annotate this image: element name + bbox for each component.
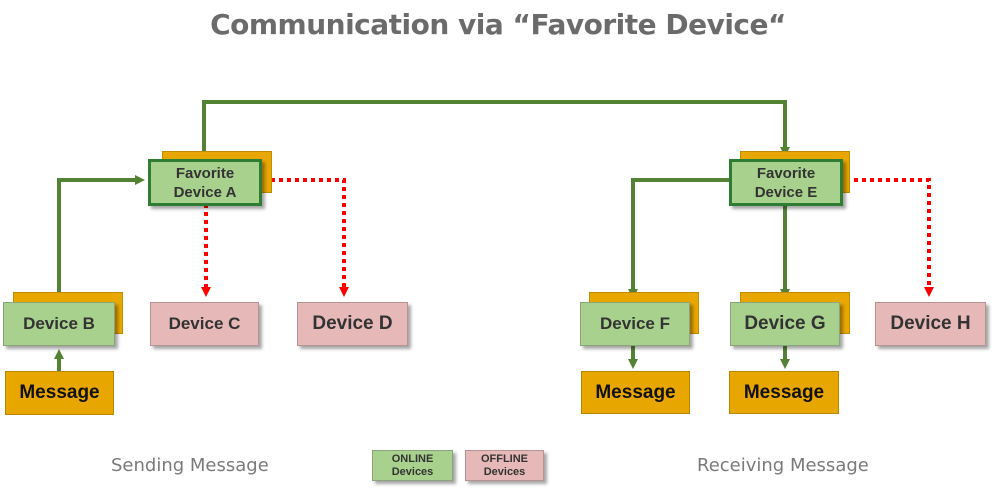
device-g[interactable]: Device G [730, 302, 840, 346]
legend-offline: OFFLINE Devices [465, 450, 544, 481]
favorite-device-a[interactable]: Favorite Device A [148, 159, 262, 206]
link-a-to-e [202, 100, 790, 161]
sender-message-label: Message [19, 382, 100, 403]
device-h-label: Device H [890, 313, 971, 334]
legend-online-label: ONLINE Devices [391, 452, 434, 478]
device-f-label: Device F [600, 314, 670, 333]
sender-message[interactable]: Message [5, 371, 114, 415]
link-b-to-a [57, 175, 145, 303]
link-e-to-f [628, 178, 729, 299]
device-b-label: Device B [23, 314, 95, 333]
device-h[interactable]: Device H [875, 302, 986, 346]
favorite-device-a-label: Favorite Device A [173, 164, 237, 201]
device-f[interactable]: Device F [580, 302, 690, 346]
device-d-label: Device D [312, 313, 393, 334]
receiver-message-f-label: Message [595, 381, 676, 403]
sending-caption: Sending Message [111, 455, 269, 476]
device-b[interactable]: Device B [3, 302, 115, 346]
receiver-message-g[interactable]: Message [729, 371, 839, 414]
legend-offline-label: OFFLINE Devices [480, 452, 529, 478]
favorite-device-e-label: Favorite Device E [754, 164, 818, 201]
receiving-caption: Receiving Message [697, 455, 869, 476]
legend-online: ONLINE Devices [372, 450, 453, 481]
favorite-device-e[interactable]: Favorite Device E [729, 159, 843, 206]
link-e-to-h [846, 178, 934, 297]
diagram-title: Communication via “Favorite Device“ [210, 8, 786, 41]
device-c[interactable]: Device C [150, 302, 259, 346]
receiver-message-g-label: Message [743, 381, 825, 403]
device-c-label: Device C [168, 314, 241, 333]
link-a-to-d [263, 178, 349, 297]
device-d[interactable]: Device D [297, 302, 408, 346]
device-g-label: Device G [744, 313, 826, 334]
receiver-message-f[interactable]: Message [581, 371, 690, 414]
